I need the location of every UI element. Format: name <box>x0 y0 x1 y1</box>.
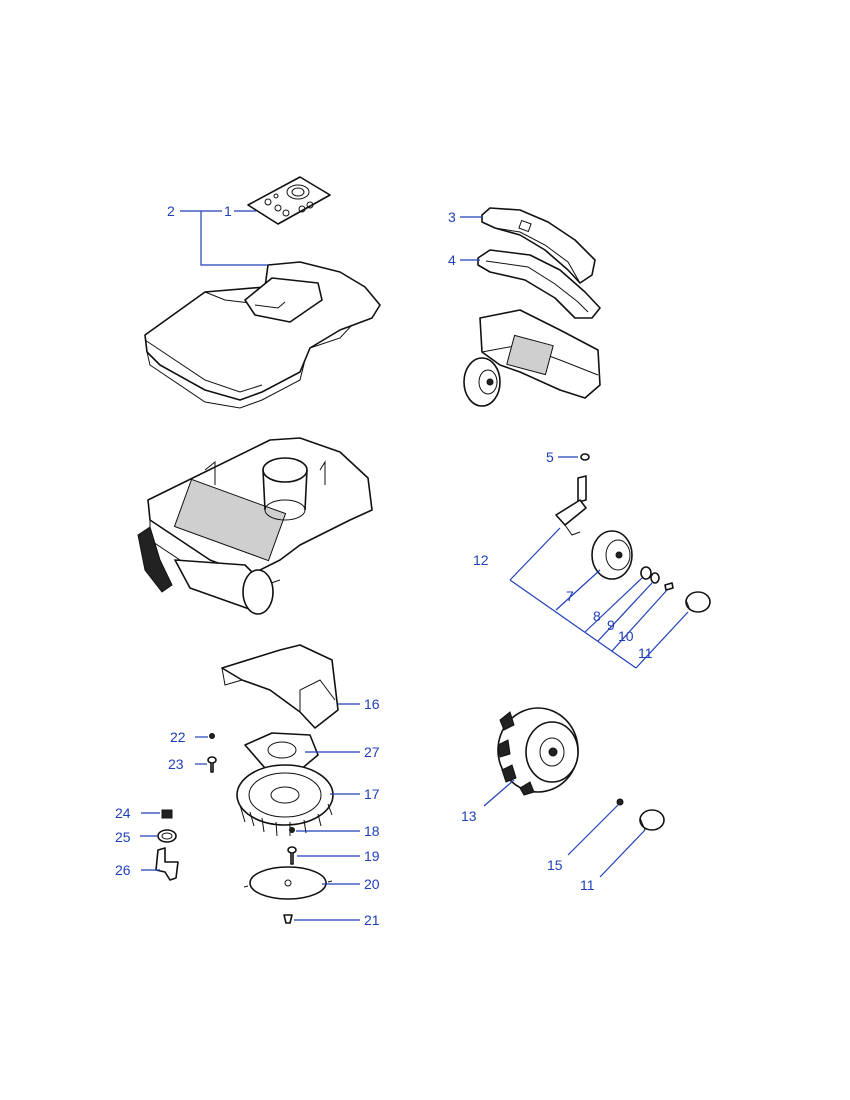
rear-wheel-assembly <box>463 309 601 407</box>
part-1-keypad-label <box>247 176 331 225</box>
part-17-blade-disc <box>236 764 334 837</box>
part-8-bearing <box>640 566 652 580</box>
callout-25: 25 <box>115 829 131 845</box>
callout-3: 3 <box>448 209 456 225</box>
part-18-nut <box>289 827 295 833</box>
part-23-screw <box>207 756 217 773</box>
part-21-screw <box>283 914 293 924</box>
callout-5: 5 <box>546 449 554 465</box>
callout-26: 26 <box>115 862 131 878</box>
part-4-handle-gasket <box>477 249 601 319</box>
callout-16: 16 <box>364 696 380 712</box>
part-12-fork <box>555 475 587 536</box>
callout-11-front: 11 <box>638 645 653 661</box>
callout-20: 20 <box>364 876 380 892</box>
callout-17: 17 <box>364 786 380 802</box>
callout-19: 19 <box>364 848 380 864</box>
part-20-blade-plate <box>243 866 333 900</box>
callout-27: 27 <box>364 744 380 760</box>
part-10-screw <box>664 582 674 591</box>
part-26-motor-shaft <box>155 847 179 881</box>
callout-4: 4 <box>448 252 456 268</box>
callout-10: 10 <box>618 628 634 644</box>
part-19-screw <box>287 846 297 865</box>
callout-23: 23 <box>168 756 184 772</box>
callout-7: 7 <box>566 588 574 604</box>
leader-lines <box>140 210 689 921</box>
part-25-o-ring <box>157 829 177 843</box>
callout-1: 1 <box>224 203 232 219</box>
callout-8: 8 <box>593 608 601 624</box>
part-22-screw <box>209 733 215 739</box>
callout-22: 22 <box>170 729 186 745</box>
callout-9: 9 <box>607 617 615 633</box>
part-15-nut <box>616 798 624 806</box>
part-5-pin <box>580 453 590 461</box>
callout-13: 13 <box>461 808 477 824</box>
callout-2: 2 <box>167 203 175 219</box>
callout-24: 24 <box>115 805 131 821</box>
part-2-top-cover <box>144 261 381 409</box>
part-16-blade-cover <box>221 644 339 729</box>
callout-18: 18 <box>364 823 380 839</box>
callout-12: 12 <box>473 552 489 568</box>
callout-21: 21 <box>364 912 380 928</box>
part-9-washer <box>650 572 660 584</box>
part-7-wheel <box>591 530 633 580</box>
part-13-drive-wheel <box>497 707 579 796</box>
part-11-hubcap-rear <box>639 809 665 831</box>
part-3-handle-top <box>481 207 596 284</box>
part-11-hubcap-front <box>685 591 711 613</box>
callout-15: 15 <box>547 857 563 873</box>
callout-labels: 1 2 3 4 5 12 7 8 9 10 11 16 27 17 22 23 … <box>115 203 653 928</box>
chassis-body <box>137 437 373 615</box>
part-24-spring <box>161 809 173 819</box>
callout-11-rear: 11 <box>580 877 595 893</box>
